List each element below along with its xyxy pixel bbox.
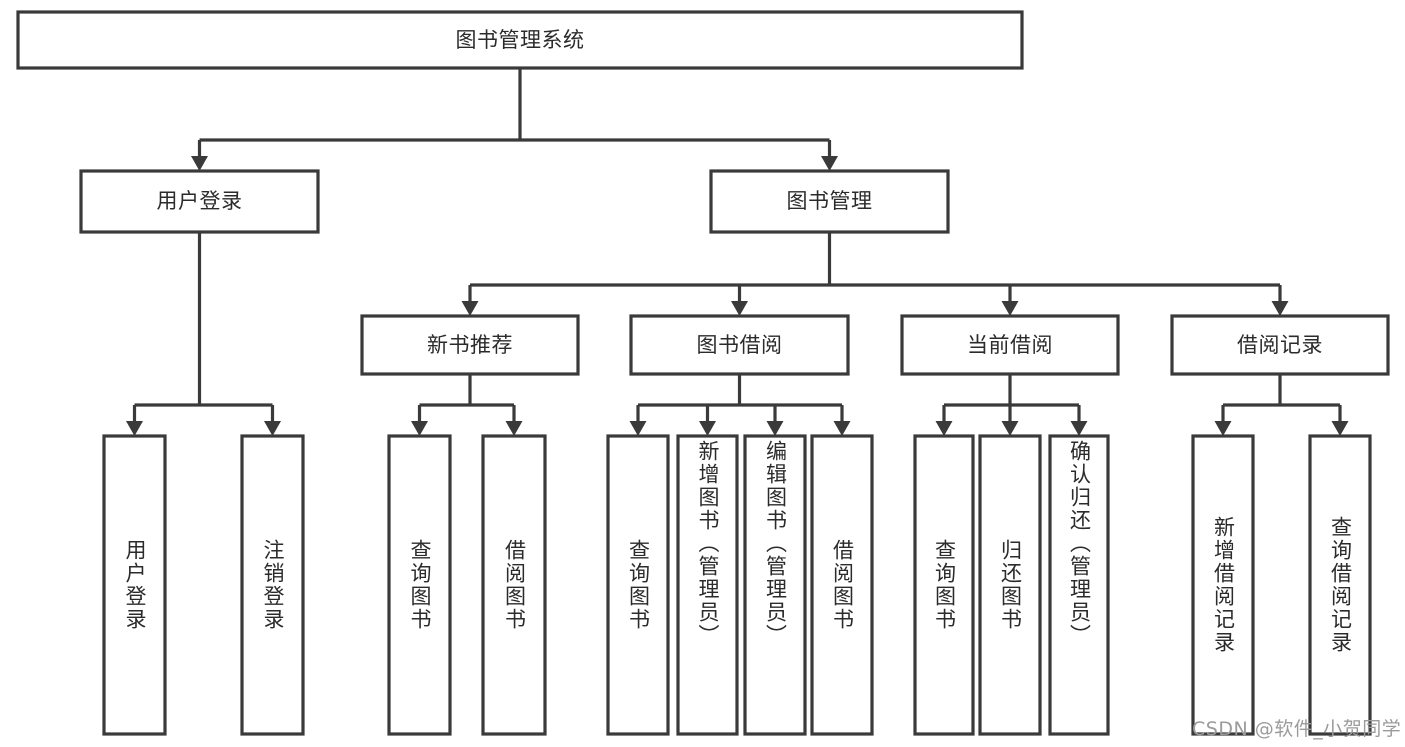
edge-l2b-to-l3a-head [461,301,479,316]
node-box-leaf05[interactable] [606,434,670,736]
edge-root-to-l2a-head [191,156,208,171]
edge-l2a-to-leaf01-head [126,421,143,436]
node-box-leaf13[interactable] [1308,434,1372,736]
node-box-leaf10[interactable] [978,434,1042,736]
node-box-leaf08[interactable] [810,434,874,736]
edge-root-to-l2b-head [821,156,838,171]
edge-l3d-to-leaf12-head [1214,421,1232,436]
node-box-l2a[interactable] [79,169,320,234]
node-box-leaf04[interactable] [481,434,547,736]
edge-l3c-to-leaf11-head [1070,421,1088,436]
edge-l3a-to-leaf04-head [505,421,523,436]
edge-l3b-to-leaf07-head [766,421,784,436]
edge-l2b-to-l3b-head [731,301,748,316]
node-box-leaf02[interactable] [240,434,305,736]
node-box-leaf11[interactable] [1048,434,1110,736]
edge-l3b-to-leaf08-head [833,421,851,436]
edge-l2b-to-l3c-head [1001,301,1019,316]
edge-l3c-to-leaf10-head [1001,421,1019,436]
node-layer [16,10,1390,736]
edge-l3a-to-leaf03-head [411,421,428,436]
node-box-l3c[interactable] [900,314,1120,376]
edge-l3c-to-leaf09-head [935,421,953,436]
node-box-leaf06[interactable] [676,434,739,736]
edge-l3b-to-leaf06-head [699,421,716,436]
node-box-l3d[interactable] [1170,314,1390,376]
edge-layer [126,68,1349,436]
node-box-l3a[interactable] [360,314,580,376]
edge-l3b-to-leaf05-head [629,421,647,436]
node-box-l3b[interactable] [629,314,850,376]
node-box-leaf01[interactable] [102,434,167,736]
node-box-l2b[interactable] [709,169,950,234]
edge-l2a-to-leaf02-head [264,421,281,436]
node-box-leaf07[interactable] [743,434,807,736]
node-box-leaf12[interactable] [1191,434,1255,736]
edge-l3d-to-leaf13-head [1331,421,1349,436]
node-box-root[interactable] [16,10,1024,70]
node-box-leaf09[interactable] [913,434,975,736]
edge-l2b-to-l3d-head [1271,301,1289,316]
node-box-leaf03[interactable] [387,434,452,736]
